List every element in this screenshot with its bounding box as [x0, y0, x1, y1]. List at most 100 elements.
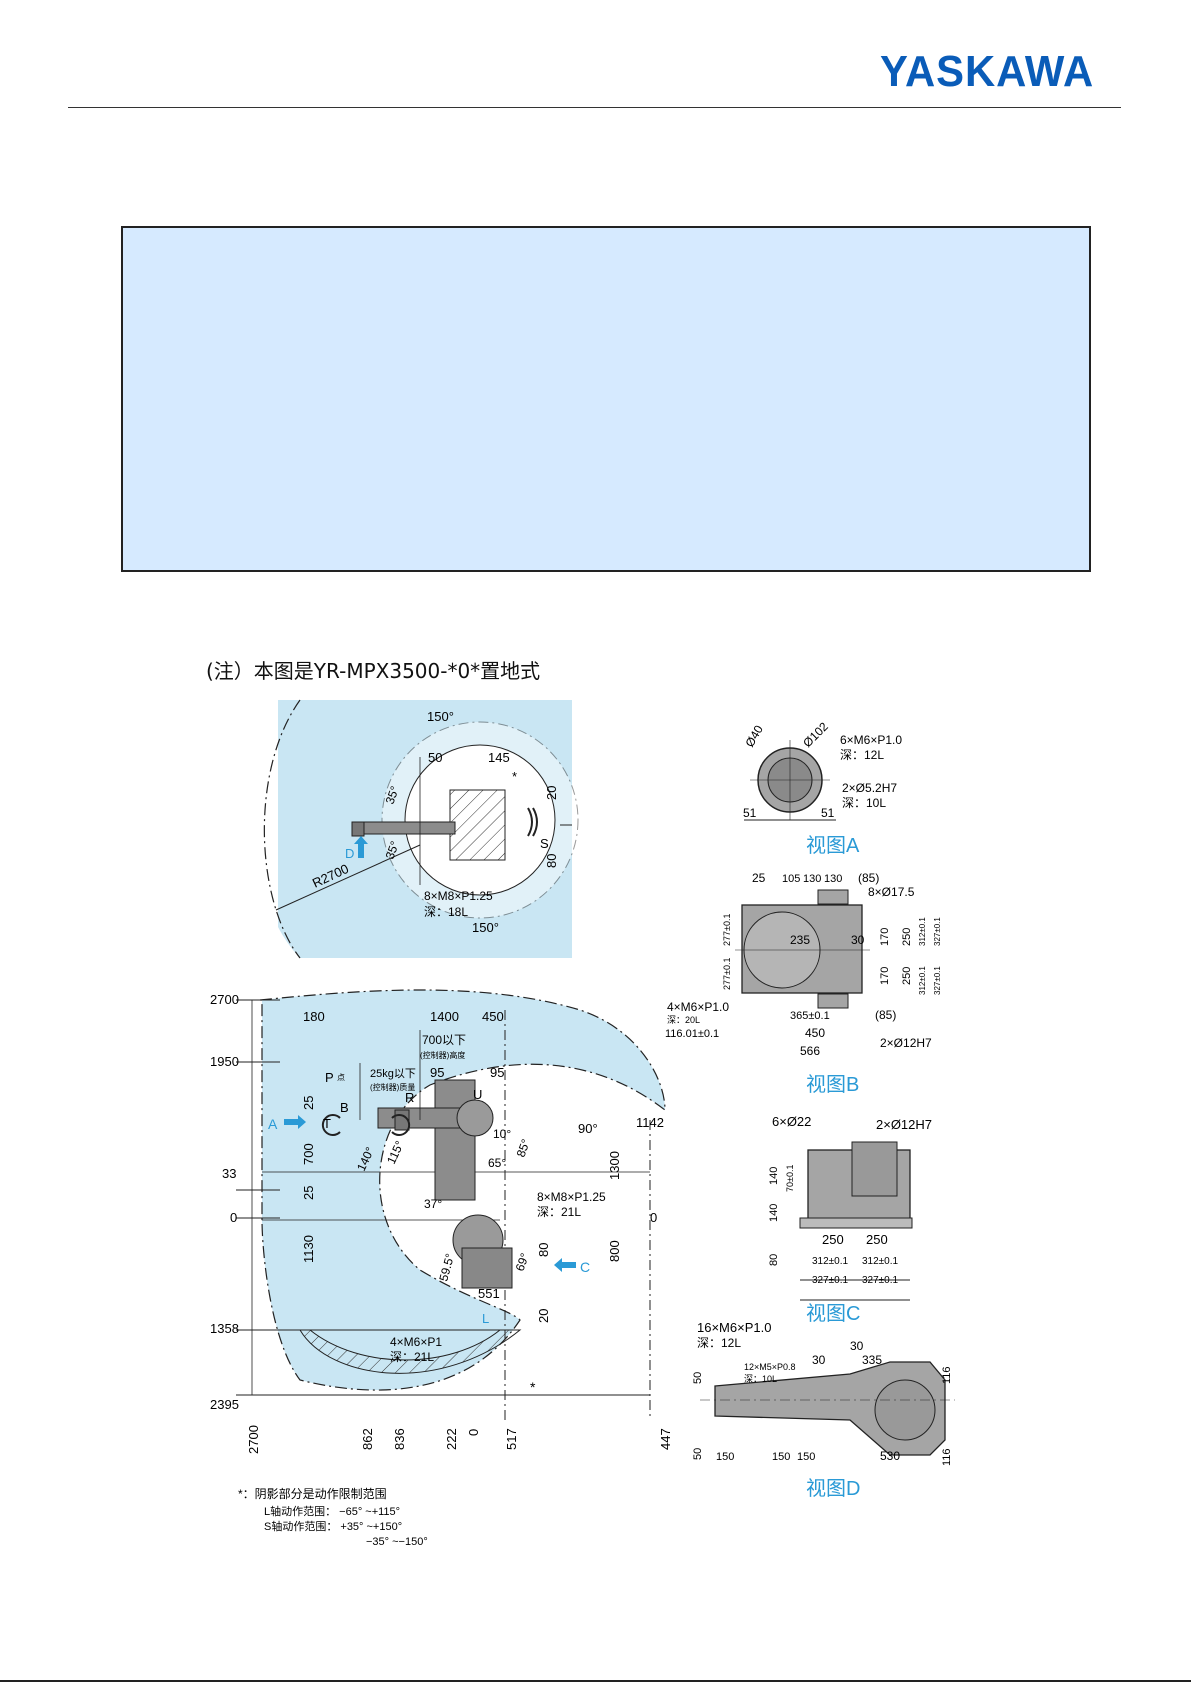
view-d-dim-150a: 150 — [716, 1451, 734, 1463]
view-d-dim-50a: 50 — [692, 1372, 704, 1384]
drawing-note-title: (注）本图是YR-MPX3500-*0*置地式 — [206, 659, 541, 683]
view-d: 16×M6×P1.0 深：12L 12×M5×P0.8 深：10L 30 30 … — [692, 1320, 955, 1500]
side-angle-90: 90° — [578, 1121, 598, 1136]
view-b-screw: 4×M6×P1.0 — [667, 1000, 729, 1014]
side-x-862: 862 — [360, 1428, 375, 1450]
side-dim-20: 20 — [536, 1309, 551, 1323]
view-d-dim-30a: 30 — [812, 1353, 826, 1367]
footnote-line1: *：阴影部分是动作限制范围 — [238, 1486, 387, 1501]
view-d-dim-116b: 116 — [941, 1448, 953, 1466]
view-b-dim-170b: 170 — [879, 967, 891, 985]
view-b-dim-312b: 312±0.1 — [918, 966, 927, 995]
view-a-screw-depth: 深：12L — [840, 748, 884, 762]
side-note-700b: (控制器)高度 — [420, 1050, 465, 1060]
view-b-pin: 2×Ø12H7 — [880, 1036, 932, 1050]
top-bolt: 8×M8×P1.25 — [424, 889, 493, 903]
top-dim-80: 80 — [544, 854, 559, 868]
robot-lower-arm — [434, 1079, 476, 1201]
view-b-dim-327a: 327±0.1 — [933, 917, 942, 946]
side-dim-1142: 1142 — [636, 1115, 664, 1130]
view-a-dim-51a: 51 — [743, 806, 757, 820]
side-y-1950: 1950 — [210, 1054, 239, 1069]
side-label-p-unit: 点 — [337, 1073, 345, 1082]
view-b-dim-85b: (85) — [875, 1008, 896, 1022]
side-dim-1300: 1300 — [607, 1151, 622, 1180]
side-x-447: 447 — [658, 1428, 673, 1450]
view-d-dim-530: 530 — [880, 1449, 900, 1463]
view-a-pin: 2×Ø5.2H7 — [842, 781, 897, 795]
side-star: * — [530, 1379, 536, 1395]
view-b-dim-85: (85) — [858, 871, 879, 885]
view-d-screw2: 12×M5×P0.8 — [744, 1362, 796, 1372]
view-c-dim-80: 80 — [768, 1254, 780, 1266]
side-label-t: T — [323, 1116, 331, 1131]
view-c-hole: 6×Ø22 — [772, 1114, 811, 1129]
footnote: *：阴影部分是动作限制范围 L轴动作范围： −65° ~+115° S轴动作范围… — [238, 1486, 428, 1548]
view-c-dim-312a: 312±0.1 — [812, 1256, 849, 1267]
side-x-0: 0 — [466, 1429, 481, 1436]
view-c-pin: 2×Ø12H7 — [876, 1117, 932, 1132]
side-label-c: C — [580, 1259, 590, 1275]
view-c-dim-327a: 327±0.1 — [812, 1275, 849, 1286]
side-x-222: 222 — [444, 1428, 459, 1450]
side-angle-37: 37° — [424, 1197, 442, 1211]
view-b-dim-566: 566 — [800, 1044, 820, 1058]
side-dim-551: 551 — [478, 1286, 500, 1301]
side-view-envelope — [259, 989, 666, 1391]
side-y-2395: 2395 — [210, 1397, 239, 1412]
view-b-dim-450: 450 — [805, 1026, 825, 1040]
top-angle-label: 150° — [427, 709, 454, 724]
side-y-0: 0 — [230, 1210, 237, 1225]
view-c-dim-140a: 140 — [768, 1167, 780, 1185]
side-dim-25a: 25 — [301, 1096, 316, 1110]
side-dim-180: 180 — [303, 1009, 325, 1024]
top-bolt-depth: 深：18L — [424, 905, 468, 919]
side-angle-85: 85° — [514, 1137, 533, 1159]
view-d-dim-116a: 116 — [941, 1366, 953, 1384]
side-y-33: 33 — [222, 1166, 236, 1181]
view-b-hole: 8×Ø17.5 — [868, 885, 915, 899]
side-dim-1400: 1400 — [430, 1009, 459, 1024]
side-note-25kg: 25kg以下 — [370, 1068, 416, 1080]
side-angle-10: 10° — [493, 1127, 511, 1141]
side-label-r: R — [405, 1090, 414, 1105]
view-c-dim-250b: 250 — [866, 1232, 888, 1247]
blank-content-panel — [121, 226, 1091, 572]
footnote-line4: −35° ~−150° — [366, 1536, 428, 1548]
top-view: 150° 150° 50 145 20 80 35° 35° R2700 S D… — [253, 699, 579, 959]
footer-rule — [0, 1680, 1191, 1682]
side-x-2700: 2700 — [246, 1425, 261, 1454]
view-c: 6×Ø22 2×Ø12H7 140 140 70±0.1 80 250 250 … — [768, 1114, 932, 1325]
view-d-screw: 16×M6×P1.0 — [697, 1320, 771, 1335]
view-d-screw-depth: 深：12L — [697, 1336, 741, 1350]
top-star: * — [512, 769, 517, 784]
header-rule — [68, 107, 1121, 108]
side-dim-700: 700 — [301, 1143, 316, 1165]
side-dim-0-right: 0 — [650, 1210, 657, 1225]
view-d-dim-150b: 150 — [772, 1451, 790, 1463]
view-d-dim-150c: 150 — [797, 1451, 815, 1463]
view-a-pin-depth: 深：10L — [842, 796, 886, 810]
arrow-c-icon — [554, 1258, 576, 1272]
top-angle-35b: 35° — [383, 839, 402, 861]
top-dim-50: 50 — [428, 750, 442, 765]
top-angle-bottom-label: 150° — [472, 920, 499, 935]
view-a-dim-51b: 51 — [821, 806, 835, 820]
view-b-caption: 视图B — [806, 1073, 859, 1096]
side-note-700: 700以下 — [422, 1033, 466, 1047]
view-c-dim-70: 70±0.1 — [785, 1165, 795, 1192]
side-angle-69: 69° — [513, 1251, 532, 1273]
footnote-line3: S轴动作范围： +35° ~+150° — [264, 1519, 402, 1533]
view-a: Ø40 Ø102 6×M6×P1.0 深：12L 2×Ø5.2H7 深：10L … — [742, 719, 902, 857]
view-b-dim-105: 105 — [782, 873, 800, 885]
view-b: 25 105 130 130 (85) 8×Ø17.5 235 30 170 1… — [665, 871, 942, 1096]
view-d-screw2-depth: 深：10L — [744, 1374, 777, 1384]
view-b-dim-25: 25 — [752, 871, 766, 885]
robot-base — [461, 1247, 513, 1289]
view-b-dim-365: 365±0.1 — [790, 1010, 830, 1022]
view-c-dim-312b: 312±0.1 — [862, 1256, 899, 1267]
view-b-dim-130a: 130 — [803, 873, 821, 885]
side-bolt2: 4×M6×P1 — [390, 1335, 442, 1349]
view-b-dim-130b: 130 — [824, 873, 842, 885]
